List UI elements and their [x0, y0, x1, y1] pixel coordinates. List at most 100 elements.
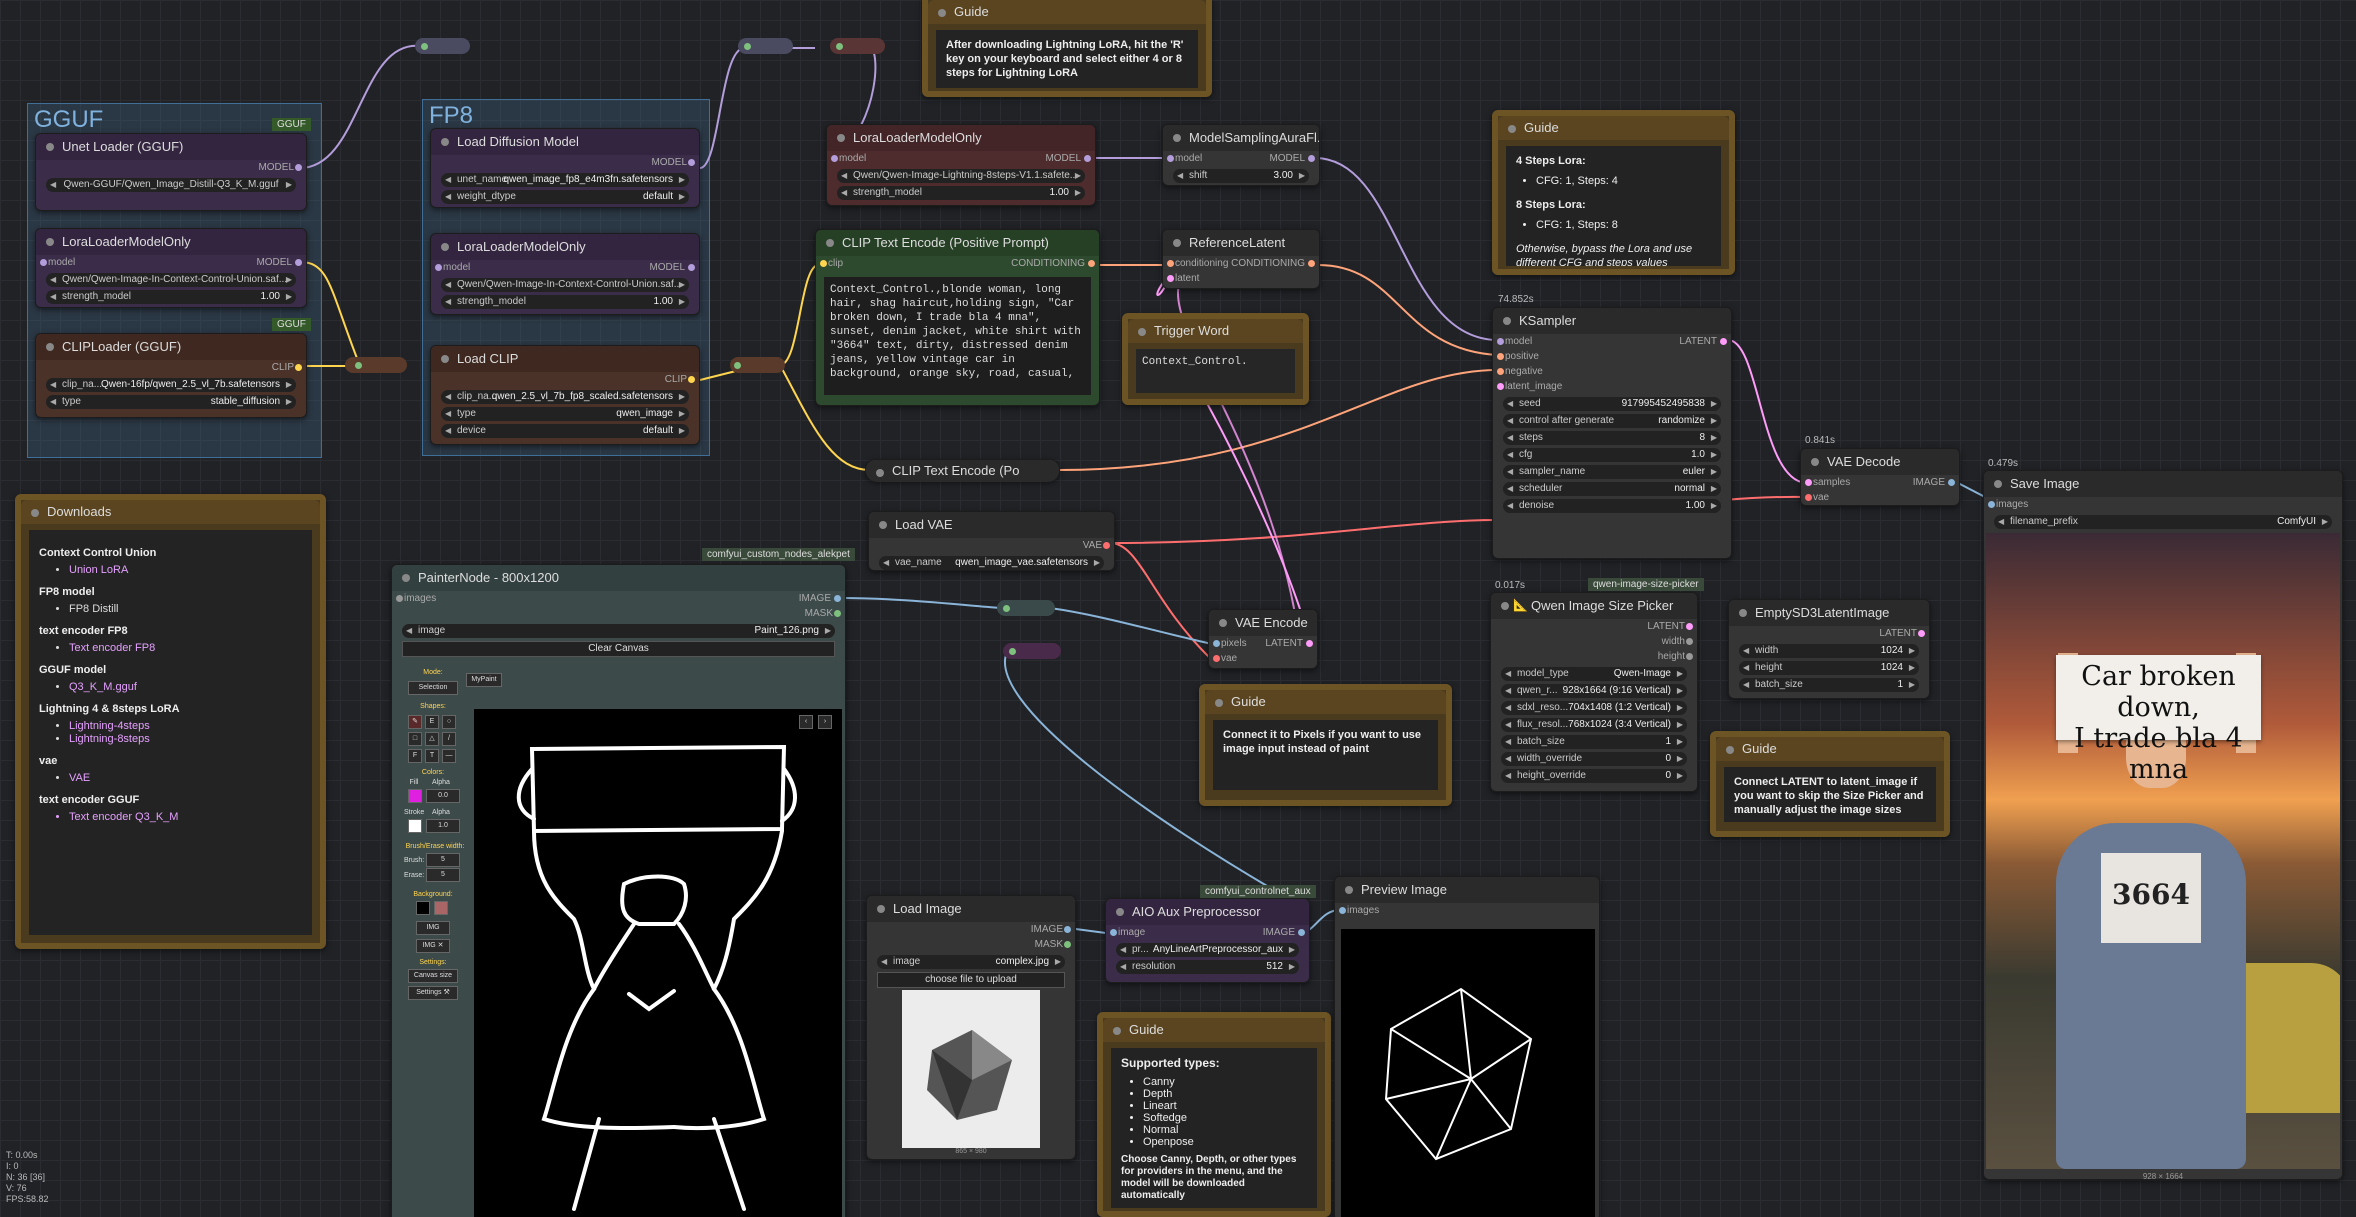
load-diffusion-model-node[interactable]: Load Diffusion Model MODEL unet_nameqwen…	[430, 128, 700, 208]
lora-name-widget[interactable]: Qwen/Qwen-Image-Lightning-8steps-V1.1.sa…	[837, 169, 1085, 183]
mode-selection-button[interactable]: Selection	[408, 681, 458, 695]
download-link[interactable]: VAE	[69, 772, 91, 784]
reroute-node[interactable]	[730, 357, 785, 373]
canvas-undo-icon[interactable]: ‹	[799, 715, 813, 729]
img-remove-button[interactable]: IMG ✕	[416, 939, 450, 953]
stroke-color-swatch[interactable]	[408, 819, 422, 833]
input-images[interactable]: images	[1335, 903, 1599, 918]
fill-tool-icon[interactable]: F	[408, 749, 422, 763]
text-tool-icon[interactable]: T	[425, 749, 439, 763]
output-model[interactable]: MODEL	[36, 160, 306, 175]
prompt-textarea[interactable]: Context_Control.,blonde woman, long hair…	[824, 277, 1091, 395]
output-clip[interactable]: CLIP	[431, 372, 699, 387]
size-picker-widget[interactable]: flux_resol...768x1024 (3:4 Vertical)	[1501, 718, 1687, 732]
pencil-tool-icon[interactable]: ✎	[408, 715, 422, 729]
download-link[interactable]: Text encoder FP8	[69, 642, 156, 654]
trigger-word-node[interactable]: Trigger Word Context_Control.	[1122, 313, 1309, 405]
load-clip-node[interactable]: Load CLIP CLIP clip_na...qwen_2.5_vl_7b_…	[430, 345, 700, 445]
preview-image-node[interactable]: Preview Image images	[1334, 876, 1600, 1217]
unet-name-widget[interactable]: unet_nameqwen_image_fp8_e4m3fn.safetenso…	[441, 173, 689, 187]
input-latent[interactable]: latent	[1163, 271, 1319, 286]
download-link[interactable]: Q3_K_M.gguf	[69, 681, 137, 693]
circle-tool-icon[interactable]: ○	[442, 715, 456, 729]
clip-name-widget[interactable]: clip_na...Qwen-16fp/qwen_2.5_vl_7b.safet…	[46, 378, 296, 392]
erase-width-input[interactable]: 5	[426, 868, 460, 882]
output-width[interactable]: width	[1491, 634, 1697, 649]
size-picker-widget[interactable]: sdxl_reso...704x1408 (1:2 Vertical)	[1501, 701, 1687, 715]
clip-loader-gguf-node[interactable]: CLIPLoader (GGUF) CLIP clip_na...Qwen-16…	[35, 333, 307, 418]
download-link[interactable]: Union LoRA	[69, 564, 129, 576]
img-button[interactable]: IMG	[416, 921, 450, 935]
paint-canvas[interactable]: ‹ ›	[474, 709, 842, 1217]
eraser-tool-icon[interactable]: E	[425, 715, 439, 729]
triangle-tool-icon[interactable]: △	[425, 732, 439, 746]
guide-lightning-node[interactable]: Guide After downloading Lightning LoRA, …	[922, 0, 1212, 97]
settings-button[interactable]: Settings ⚒	[408, 986, 458, 1000]
mypaint-button[interactable]: MyPaint	[466, 673, 502, 687]
output-latent[interactable]: LATENT	[1491, 619, 1697, 634]
reroute-node[interactable]	[997, 600, 1055, 616]
trigger-textarea[interactable]: Context_Control.	[1136, 349, 1295, 393]
unet-loader-node[interactable]: Unet Loader (GGUF) MODEL Qwen-GGUF/Qwen_…	[35, 133, 307, 211]
output-image[interactable]: IMAGE	[867, 922, 1075, 937]
choose-file-button[interactable]: choose file to upload	[877, 972, 1065, 988]
output-height[interactable]: height	[1491, 649, 1697, 664]
input-negative[interactable]: negative	[1493, 364, 1731, 379]
output-mask[interactable]: MASK	[392, 606, 845, 621]
output-vae[interactable]: VAE	[869, 538, 1114, 553]
bg-image-swatch[interactable]	[434, 901, 448, 915]
output-mask[interactable]: MASK	[867, 937, 1075, 952]
clip-text-encode-negative-node[interactable]: CLIP Text Encode (Po	[865, 459, 1060, 482]
guide-lora-steps-node[interactable]: Guide 4 Steps Lora: CFG: 1, Steps: 4 8 S…	[1492, 110, 1735, 275]
downloads-note-node[interactable]: Downloads Context Control UnionUnion LoR…	[15, 494, 326, 949]
download-link[interactable]: Lightning-8steps	[69, 733, 150, 745]
guide-pixels-node[interactable]: Guide Connect it to Pixels if you want t…	[1199, 684, 1452, 806]
stroke-alpha-input[interactable]: 1.0	[426, 819, 460, 833]
output-clip[interactable]: CLIP	[36, 360, 306, 375]
output-model[interactable]: MODEL	[431, 155, 699, 170]
line-tool-icon[interactable]: /	[442, 732, 456, 746]
brush-width-input[interactable]: 5	[426, 853, 460, 867]
canvas-redo-icon[interactable]: ›	[818, 715, 832, 729]
bg-color-swatch[interactable]	[416, 901, 430, 915]
input-vae[interactable]: vae	[1801, 490, 1959, 505]
unet-name-widget[interactable]: Qwen-GGUF/Qwen_Image_Distill-Q3_K_M.gguf	[46, 178, 296, 192]
guide-latent-node[interactable]: Guide Connect LATENT to latent_image if …	[1710, 731, 1950, 837]
qwen-image-size-picker-node[interactable]: Qwen Image Size Picker 📐 LATENT width he…	[1490, 592, 1698, 792]
save-image-node[interactable]: Save Image images filename_prefixComfyUI…	[1983, 470, 2343, 1181]
lora-name-widget[interactable]: Qwen/Qwen-Image-In-Context-Control-Union…	[441, 278, 689, 292]
